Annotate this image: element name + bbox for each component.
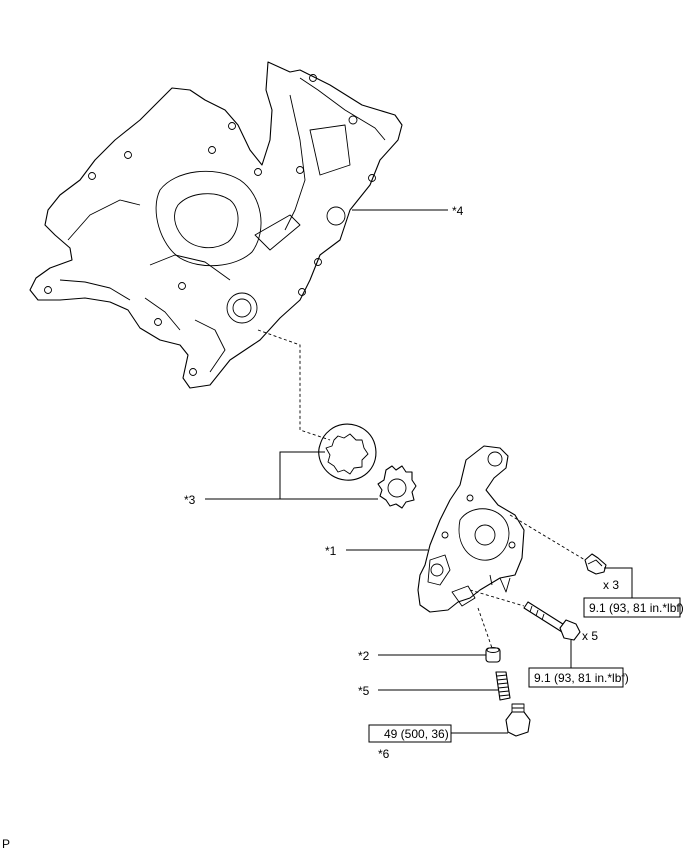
torque-box-1: 9.1 (93, 81 in.*lbf) bbox=[583, 597, 684, 618]
quantity-x3: x 3 bbox=[603, 578, 619, 592]
callout-5: *5 bbox=[358, 684, 370, 698]
corner-code: P bbox=[2, 837, 10, 851]
torque-box-2: 9.1 (93, 81 in.*lbf) bbox=[528, 667, 629, 688]
relief-valve-piston bbox=[485, 647, 501, 663]
plug bbox=[505, 703, 531, 737]
torque-value-2: 9.1 (93, 81 in.*lbf) bbox=[534, 671, 629, 685]
torque-value-1: 9.1 (93, 81 in.*lbf) bbox=[589, 601, 684, 615]
torque-value-3: 49 (500, 36) bbox=[384, 727, 449, 741]
long-bolt bbox=[523, 601, 581, 641]
inner-rotor bbox=[377, 465, 417, 509]
short-bolt bbox=[584, 553, 607, 575]
alignment-dashes bbox=[257, 329, 586, 649]
compression-spring bbox=[495, 671, 511, 701]
callout-1: *1 bbox=[325, 544, 337, 558]
outer-rotor bbox=[318, 423, 377, 481]
callout-2: *2 bbox=[358, 649, 370, 663]
leader-lines bbox=[205, 209, 633, 734]
oil-pump-body bbox=[417, 445, 525, 613]
quantity-x5: x 5 bbox=[582, 629, 598, 643]
callout-3: *3 bbox=[184, 493, 196, 507]
callout-4: *4 bbox=[452, 204, 464, 218]
callout-6: *6 bbox=[378, 747, 390, 761]
timing-chain-cover bbox=[29, 61, 403, 389]
torque-box-3: 49 (500, 36) bbox=[368, 724, 452, 743]
